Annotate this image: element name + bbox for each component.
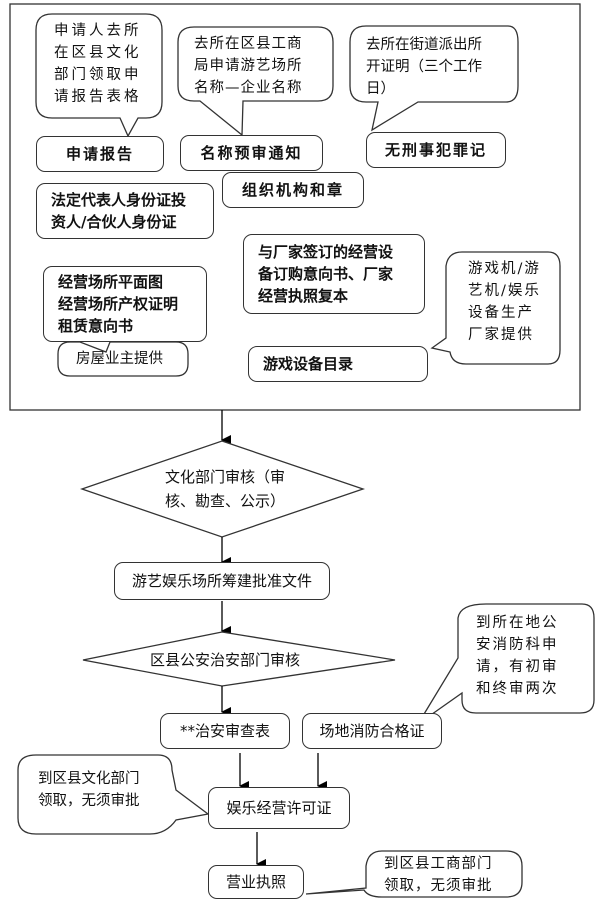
documents-container [9, 3, 581, 411]
no-criminal-record-box: 无刑事犯罪记 [366, 132, 506, 168]
org-code-seal-box: 组织机构和章 [222, 172, 364, 208]
police-note-bubble [349, 25, 519, 132]
fire-note-text: 到所在地公 安消防科申 请，有初审 和终审两次 [476, 615, 559, 697]
police-review-text: 区县公安治安部门审核 [149, 651, 300, 669]
business-note-text: 到区县工商部门 领取，无须审批 [384, 856, 493, 894]
name-note-text: 去所在区县工商 局申请游艺场所 名称—企业名称 [194, 36, 303, 96]
manufacturer-note-bubble [430, 251, 561, 365]
security-form-box: **治安审查表 [160, 713, 290, 749]
police-note-text: 去所在街道派出所 开证明（三个工作 日） [366, 37, 482, 97]
owner-note-bubble [57, 341, 189, 377]
report-note-bubble [35, 13, 163, 138]
business-license-box: 营业执照 [208, 865, 304, 899]
owner-note-text: 房屋业主提供 [76, 351, 163, 367]
equipment-list-box: 游戏设备目录 [248, 346, 428, 382]
name-precheck-box: 名称预审通知 [180, 135, 323, 171]
culture-review-text: 文化部门审核（审 核、勘查、公示） [164, 468, 285, 510]
license-note-text: 到区县文化部门 领取，无须审批 [38, 771, 140, 809]
manufacturer-note-text: 游戏机/游 艺机/娱乐 设备生产 厂家提供 [468, 261, 541, 343]
construction-approval-box: 游艺娱乐场所筹建批准文件 [114, 562, 330, 600]
application-report-box: 申请报告 [36, 136, 164, 172]
fire-note-bubble [417, 603, 595, 725]
premises-docs-box: 经营场所平面图 经营场所产权证明 租赁意向书 [43, 266, 207, 342]
equipment-contract-box: 与厂家签订的经营设 备订购意向书、厂家 经营执照复本 [243, 234, 425, 314]
report-note-text: 申请人去所 在区县文化 部门领取申 请报告表格 [54, 23, 142, 105]
business-note-bubble [305, 850, 523, 898]
fire-certificate-box: 场地消防合格证 [302, 713, 442, 749]
id-cards-box: 法定代表人身份证投 资人/合伙人身份证 [36, 183, 214, 239]
entertainment-license-box: 娱乐经营许可证 [208, 787, 350, 829]
license-note-bubble [17, 754, 210, 835]
name-note-bubble [177, 26, 334, 137]
